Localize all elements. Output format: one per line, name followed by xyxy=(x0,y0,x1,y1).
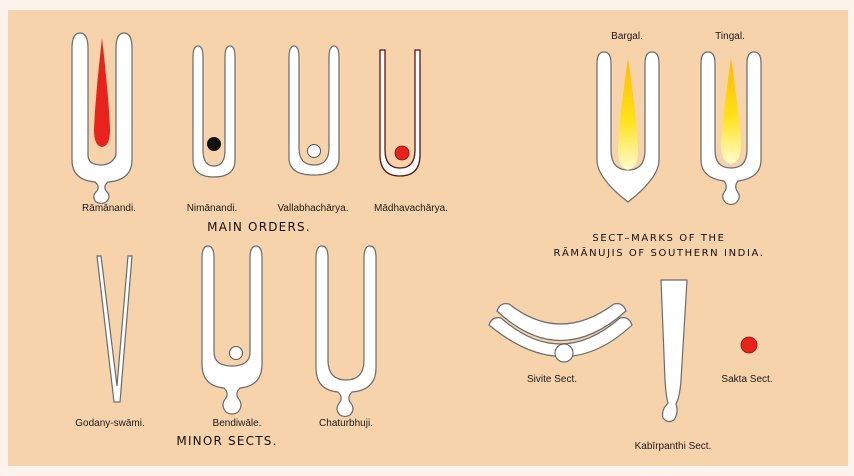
vallabhacharya-label: Vallabhachārya. xyxy=(278,203,349,214)
minor-sects-heading: MINOR SECTS. xyxy=(176,434,277,449)
tingal-label: Tingal. xyxy=(715,31,745,42)
madhavacharya-mark xyxy=(380,50,420,176)
sivite-label: Sivite Sect. xyxy=(527,374,577,385)
nimanandi-mark xyxy=(193,46,235,177)
chaturbhuji-label: Chaturbhuji. xyxy=(319,418,373,429)
godany-swami-label: Godany-swāmi. xyxy=(75,418,144,429)
sakta-label: Sakta Sect. xyxy=(721,374,772,385)
bendiwale-label: Bendiwāle. xyxy=(213,418,262,429)
kabirpanthi-label: Kabīrpanthi Sect. xyxy=(635,441,712,452)
bendiwale-mark xyxy=(202,246,262,414)
godany-swami-mark xyxy=(97,256,132,402)
sivite-mark xyxy=(489,304,632,362)
tingal-mark xyxy=(701,52,761,205)
vallabhacharya-mark xyxy=(289,46,339,175)
sakta-mark xyxy=(741,337,757,353)
bargal-mark xyxy=(597,52,659,202)
southern-heading-line2: RĀMĀNUJIS OF SOUTHERN INDIA. xyxy=(553,246,764,261)
ramanandi-mark xyxy=(72,33,132,204)
bargal-label: Bargal. xyxy=(611,31,643,42)
kabirpanthi-mark xyxy=(661,280,687,422)
ramanandi-label: Rāmānandi. xyxy=(82,203,136,214)
southern-heading-line1: SECT–MARKS OF THE xyxy=(592,231,725,246)
madhavacharya-label: Mādhavachārya. xyxy=(374,203,448,214)
chaturbhuji-mark xyxy=(316,246,376,417)
nimanandi-label: Nimānandi. xyxy=(187,203,238,214)
main-orders-heading: MAIN ORDERS. xyxy=(207,220,311,235)
